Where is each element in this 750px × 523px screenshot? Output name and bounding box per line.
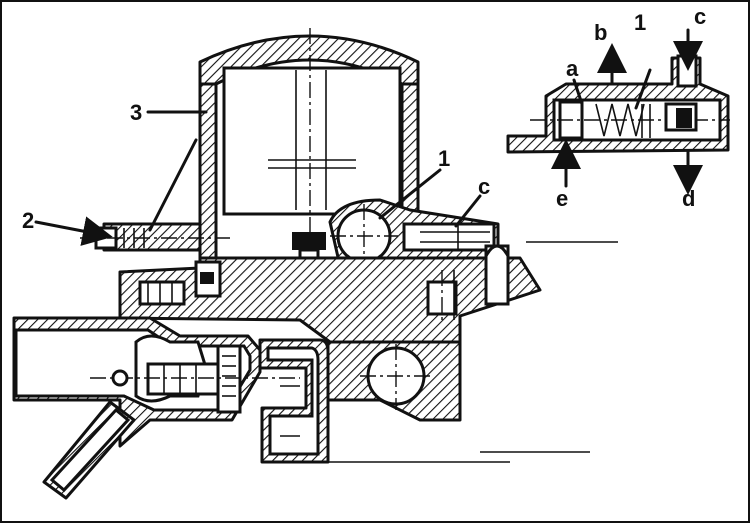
label-1: 1 xyxy=(438,146,450,171)
inset-label-c: c xyxy=(694,4,706,29)
water-channel xyxy=(258,241,618,464)
inset-detail xyxy=(506,28,730,195)
inset-label-a: a xyxy=(566,56,579,81)
inset-label-d: d xyxy=(682,186,695,211)
carburetor-body xyxy=(118,244,542,344)
leader-lines xyxy=(34,110,482,246)
inset-label-b: b xyxy=(594,20,607,45)
label-2: 2 xyxy=(22,208,34,233)
inset-label-e: e xyxy=(556,186,568,211)
label-c: c xyxy=(478,174,490,199)
thermostat-housing xyxy=(12,316,300,500)
inset-label-1: 1 xyxy=(634,10,646,35)
label-3: 3 xyxy=(130,100,142,125)
needle-valve-housing xyxy=(328,198,500,268)
